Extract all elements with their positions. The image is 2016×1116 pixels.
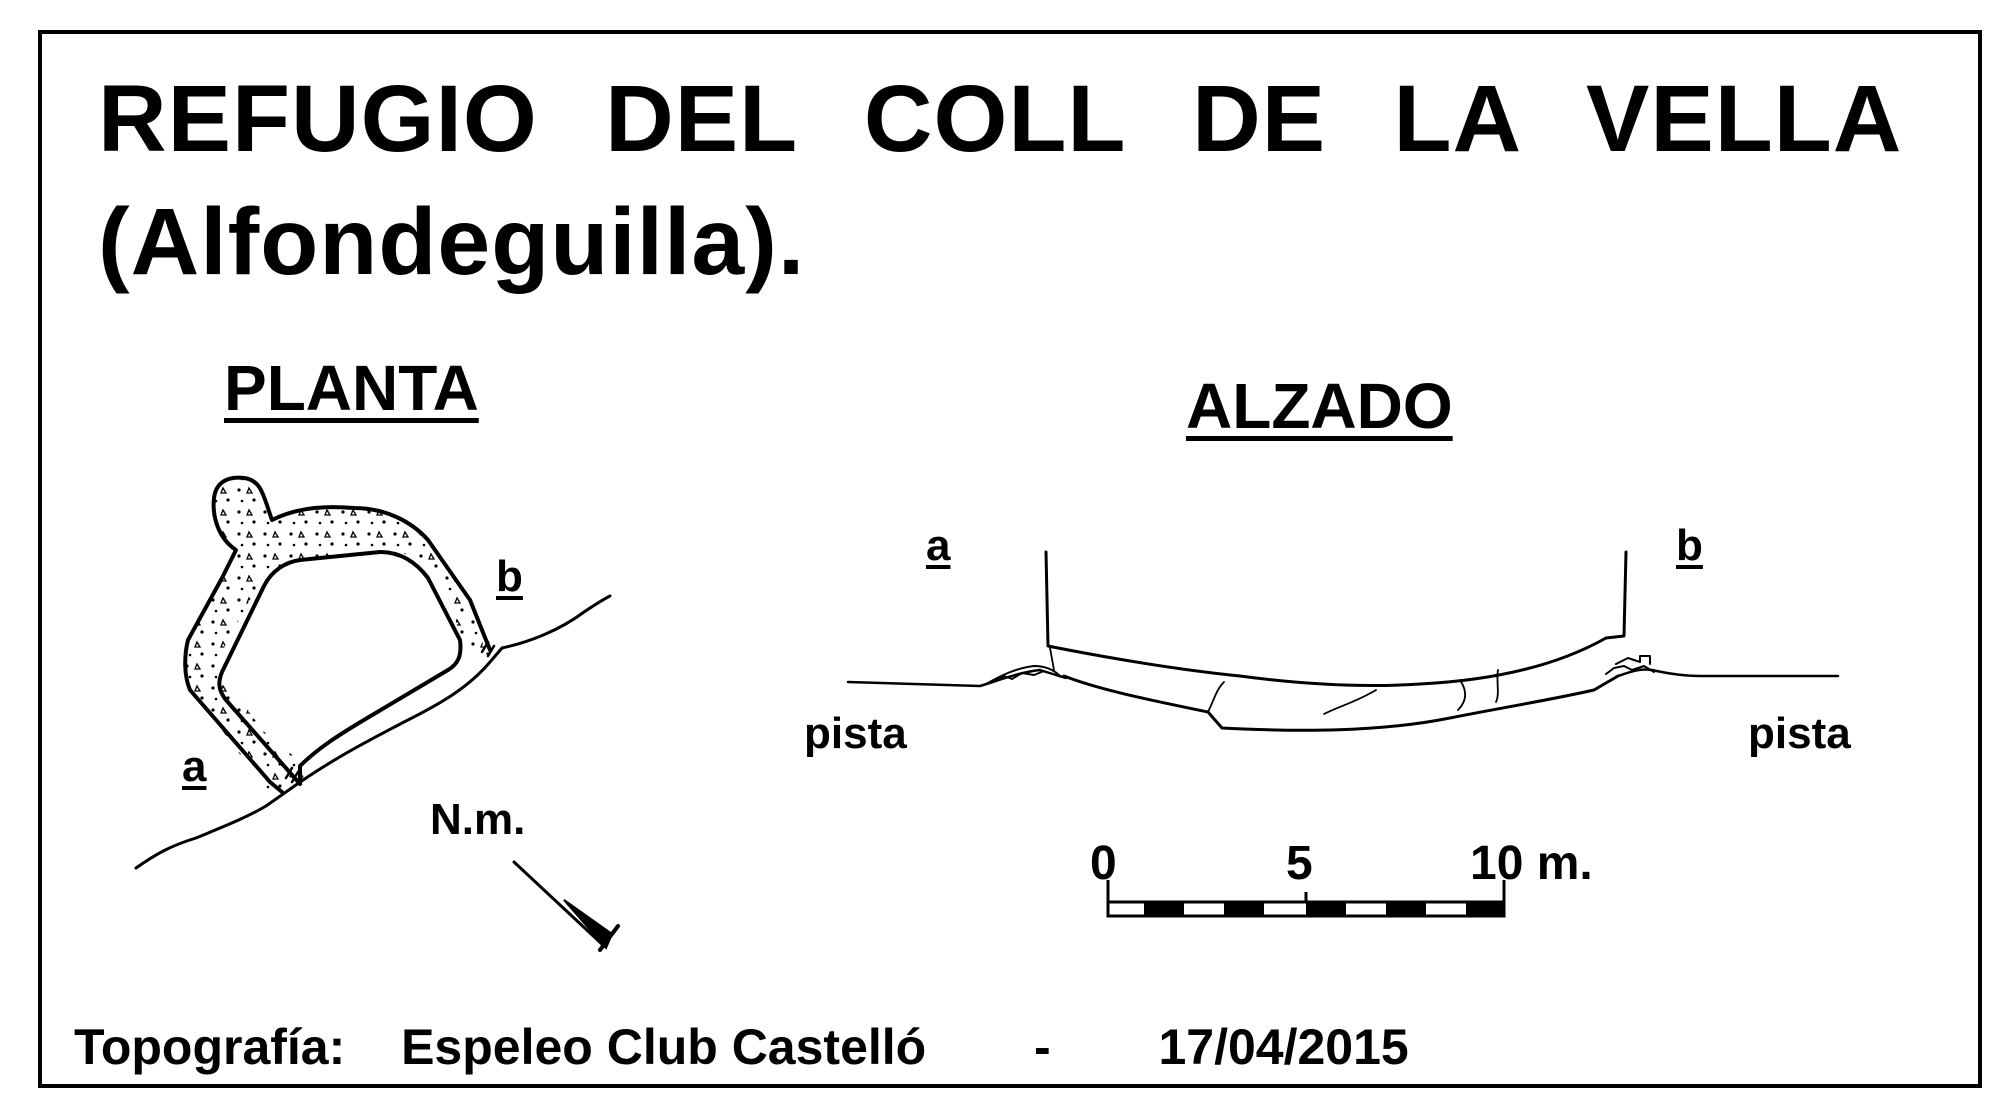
- elevation-wall-right: [1604, 550, 1628, 640]
- scale-tick-5: 5: [1286, 837, 1313, 890]
- plan-label-a: a: [182, 742, 207, 791]
- plan-terrain-line: [134, 594, 612, 870]
- elevation-ground-left: [846, 668, 1068, 688]
- road-label-left: pista: [804, 709, 907, 758]
- plan-heading: PLANTA: [224, 352, 479, 424]
- scale-tick-0: 0: [1090, 837, 1117, 890]
- plan-wall-band: [186, 477, 498, 792]
- north-label: N.m.: [430, 795, 526, 844]
- elevation-wall-left: [1044, 550, 1060, 650]
- north-arrow: [512, 860, 620, 952]
- elevation-label-b: b: [1676, 521, 1703, 570]
- footer-date: 17/04/2015: [1158, 1019, 1409, 1075]
- scale-tick-10: 10 m.: [1470, 837, 1593, 890]
- page-title: REFUGIO DEL COLL DE LA VELLA: [98, 66, 1903, 172]
- plan-outer-wall: [183, 475, 492, 794]
- footer-credit: Topografía: Espeleo Club Castelló - 17/0…: [74, 1022, 1409, 1072]
- elevation-ceiling: [1056, 636, 1608, 688]
- elevation-heading: ALZADO: [1186, 370, 1453, 442]
- footer-separator: -: [1034, 1019, 1051, 1075]
- plan-label-b: b: [496, 552, 523, 601]
- sheet-border: [38, 30, 1982, 1088]
- footer-label: Topografía:: [74, 1019, 346, 1075]
- road-label-right: pista: [1748, 709, 1851, 758]
- footer-author: Espeleo Club Castelló: [401, 1019, 927, 1075]
- elevation-label-a: a: [926, 521, 951, 570]
- scale-bar: [1106, 880, 1506, 918]
- elevation-floor: [1062, 674, 1620, 732]
- plan-view: [134, 475, 612, 870]
- elevation-view: [846, 550, 1840, 732]
- plan-inner-chamber: [217, 550, 463, 786]
- page-subtitle-location: (Alfondeguilla).: [98, 189, 806, 295]
